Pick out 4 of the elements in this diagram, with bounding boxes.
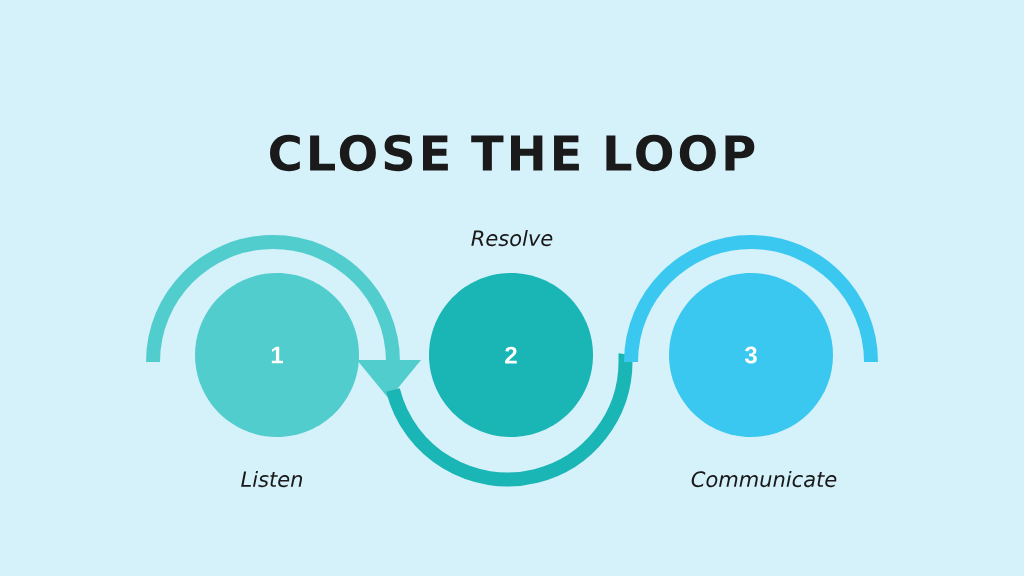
step-label: Communicate xyxy=(691,470,837,488)
step-label: Resolve xyxy=(471,229,553,247)
title: CLOSE THE LOOP xyxy=(270,134,755,172)
step-label: Listen xyxy=(241,470,303,488)
